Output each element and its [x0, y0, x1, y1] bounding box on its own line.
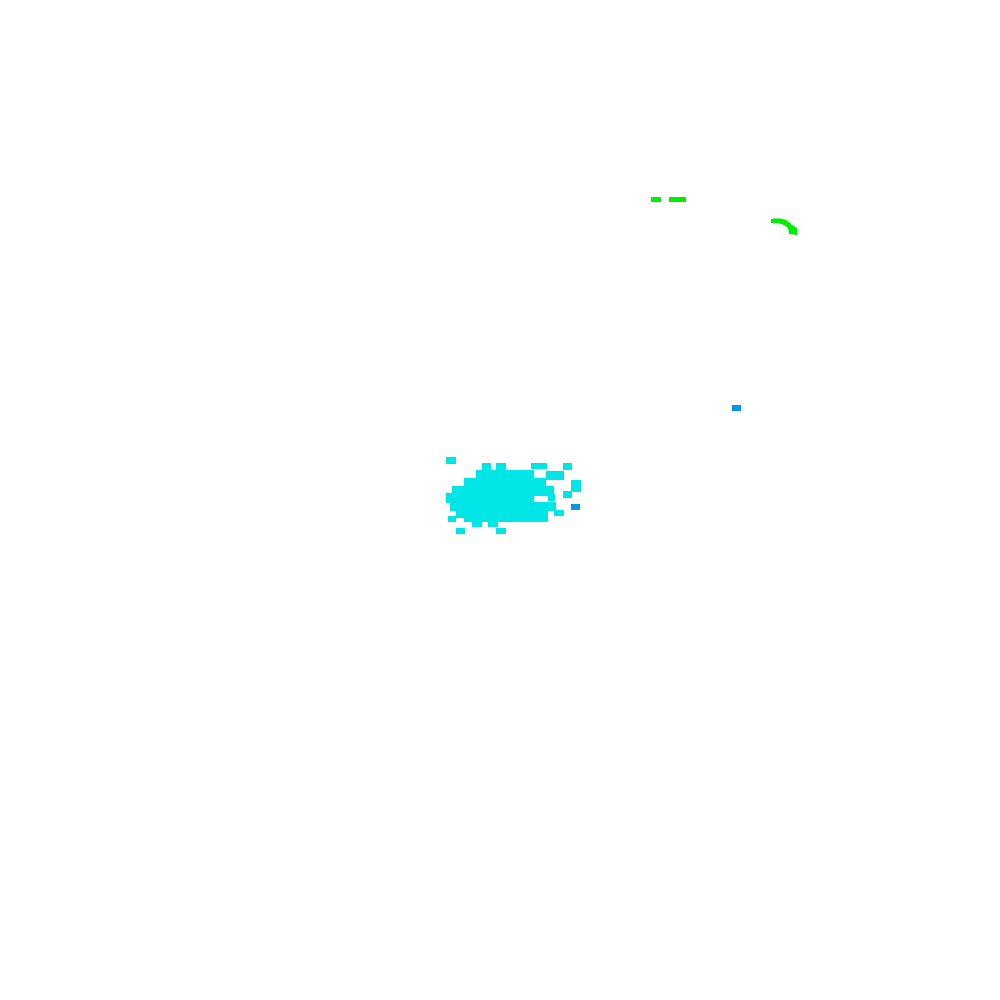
cyan-pixel — [571, 480, 581, 492]
cyan-blob-cluster — [446, 457, 581, 534]
green-dash — [651, 197, 661, 202]
blue-dot — [571, 504, 580, 510]
cyan-pixel — [488, 521, 498, 527]
cyan-pixel — [446, 493, 534, 503]
cyan-pixel — [452, 486, 554, 496]
cyan-pixel — [531, 463, 547, 469]
cyan-pixel — [464, 478, 546, 487]
green-marks-cluster — [651, 197, 797, 235]
cyan-pixel — [554, 510, 564, 516]
blue-dot — [732, 405, 741, 411]
green-curve — [771, 218, 797, 235]
cyan-pixel — [464, 516, 548, 522]
cyan-pixel — [456, 528, 465, 534]
cyan-pixel — [482, 463, 491, 471]
cyan-pixel — [548, 494, 555, 501]
cyan-pixel — [496, 528, 506, 534]
cyan-pixel — [546, 471, 564, 480]
cyan-pixel — [448, 516, 456, 522]
cyan-pixel — [450, 502, 556, 511]
cyan-pixel — [563, 491, 572, 498]
cyan-pixel — [472, 521, 482, 527]
cyan-pixel — [563, 463, 572, 470]
green-dash — [669, 197, 686, 202]
cyan-pixel — [446, 457, 456, 464]
cyan-pixel — [476, 470, 534, 479]
cyan-pixel — [496, 463, 506, 471]
cyan-pixel — [456, 509, 548, 518]
